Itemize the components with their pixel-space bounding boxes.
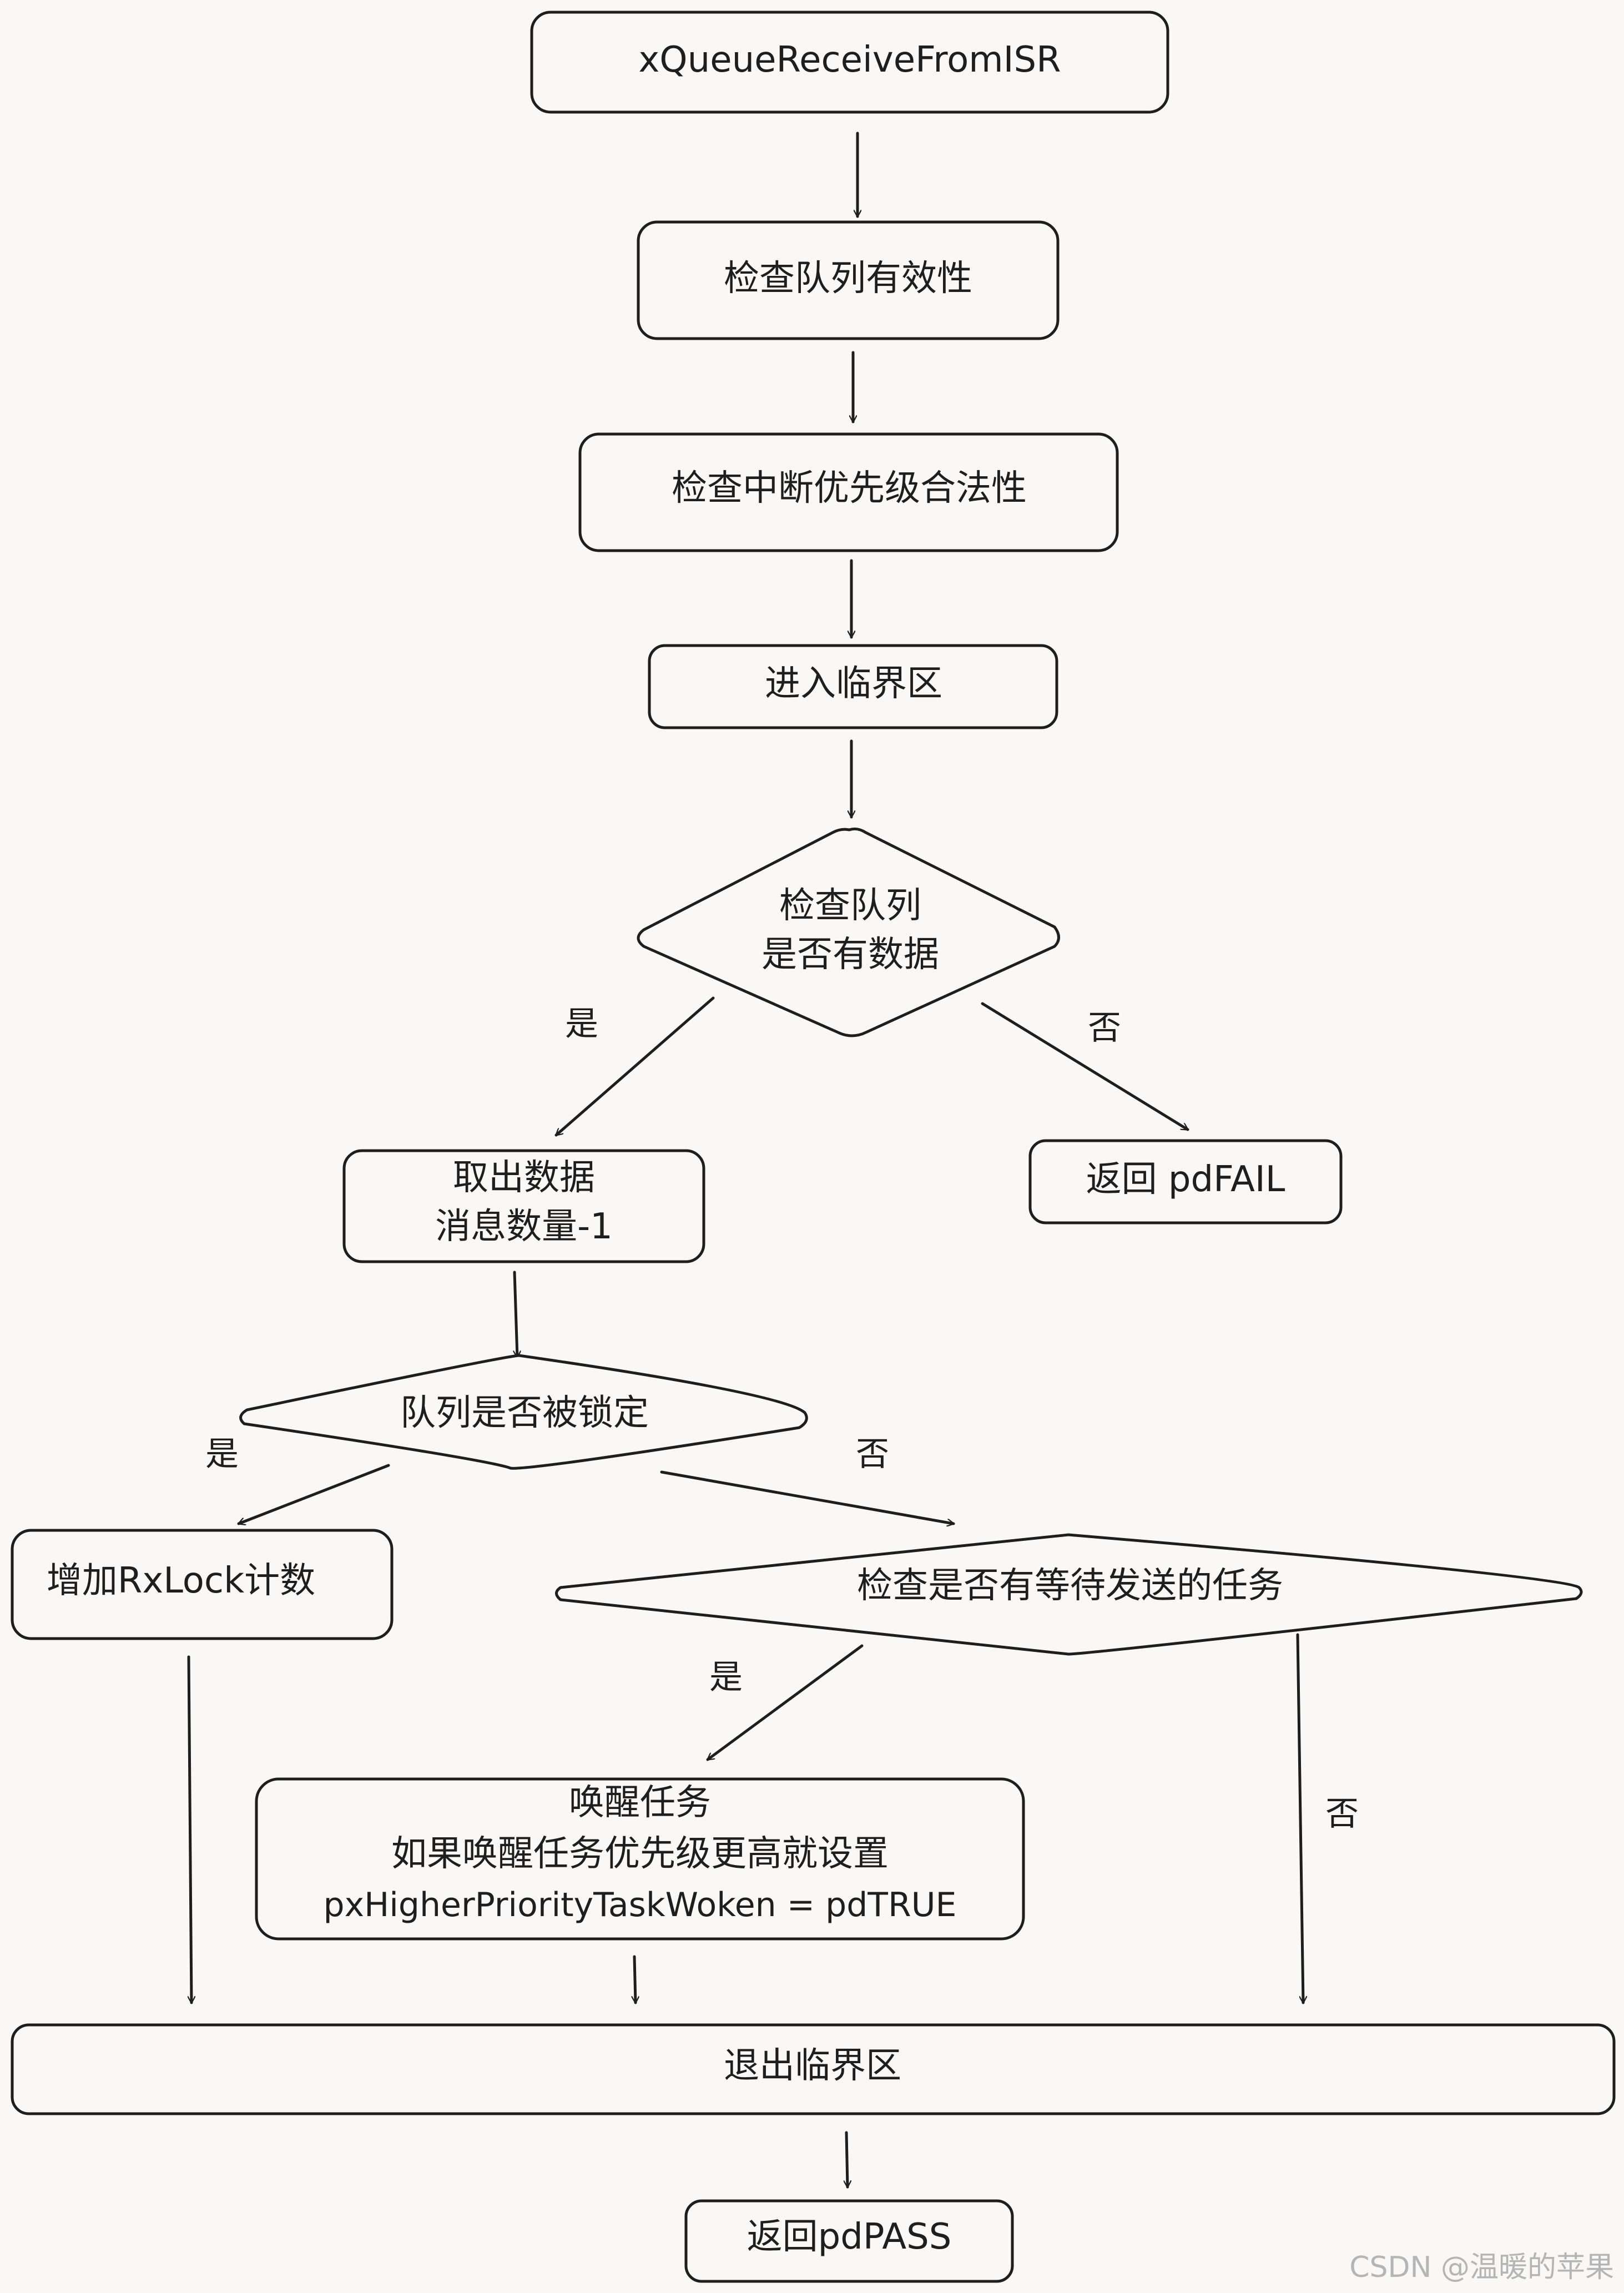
- node-check-waiting-send-label: 检查是否有等待发送的任务: [857, 1565, 1283, 1606]
- node-check-has-data: 检查队列 是否有数据: [637, 827, 1060, 1037]
- edge-check-waiting-yes: [708, 1644, 864, 1761]
- edge-inc-rxlock-to-exit: [187, 1655, 191, 2004]
- node-wake-task: 唤醒任务 如果唤醒任务优先级更高就设置 pxHigherPriorityTask…: [255, 1777, 1025, 1941]
- branch-waiting-no: 否: [1325, 1795, 1359, 1833]
- node-check-isr-priority: 检查中断优先级合法性: [578, 432, 1119, 552]
- node-enter-critical-label: 进入临界区: [765, 663, 942, 704]
- branch-locked-yes: 是: [205, 1435, 239, 1474]
- node-start-label: xQueueReceiveFromISR: [638, 39, 1061, 80]
- node-start: xQueueReceiveFromISR: [530, 11, 1169, 114]
- edge-check-data-yes: [556, 996, 715, 1137]
- node-exit-critical: 退出临界区: [11, 2023, 1616, 2115]
- edge-check-waiting-no: [1296, 1633, 1303, 2004]
- node-return-pass: 返回pdPASS: [684, 2199, 1014, 2283]
- node-take-data-line-1: 取出数据: [453, 1157, 595, 1198]
- node-check-queue-valid-label: 检查队列有效性: [724, 258, 972, 299]
- branch-has-data-yes: 是: [565, 1005, 598, 1044]
- node-check-isr-priority-label: 检查中断优先级合法性: [672, 468, 1027, 509]
- node-wake-task-line-3: pxHigherPriorityTaskWoken = pdTRUE: [324, 1886, 957, 1924]
- node-check-locked: 队列是否被锁定: [239, 1354, 808, 1470]
- node-return-pass-label: 返回pdPASS: [747, 2216, 952, 2257]
- node-take-data: 取出数据 消息数量-1: [342, 1149, 705, 1263]
- watermark-text: CSDN @温暖的苹果: [1349, 2251, 1614, 2284]
- node-enter-critical: 进入临界区: [648, 644, 1058, 729]
- edge-check-locked-no: [660, 1470, 954, 1524]
- branch-has-data-no: 否: [1088, 1009, 1121, 1047]
- edge-check-data-no: [981, 1002, 1188, 1131]
- edge-take-data-to-check-locked: [513, 1271, 517, 1359]
- branch-locked-no: 否: [856, 1435, 889, 1474]
- node-check-waiting-send: 检查是否有等待发送的任务: [555, 1533, 1583, 1656]
- edge-check-locked-yes: [239, 1464, 390, 1524]
- node-inc-rxlock-label: 增加RxLock计数: [47, 1560, 315, 1601]
- node-inc-rxlock: 增加RxLock计数: [11, 1529, 394, 1640]
- node-check-queue-valid: 检查队列有效性: [637, 220, 1060, 340]
- branch-waiting-yes: 是: [709, 1658, 743, 1697]
- node-wake-task-line-1: 唤醒任务: [569, 1782, 711, 1823]
- branch-labels: 是 否 是 否 是 否: [205, 1005, 1359, 1833]
- node-check-locked-label: 队列是否被锁定: [400, 1393, 649, 1434]
- edges: [187, 132, 1303, 2189]
- node-return-fail: 返回 pdFAIL: [1028, 1139, 1343, 1224]
- node-exit-critical-label: 退出临界区: [724, 2045, 901, 2087]
- edge-wake-task-to-exit: [634, 1955, 636, 2004]
- edge-exit-to-return-pass: [846, 2131, 848, 2189]
- node-take-data-line-2: 消息数量-1: [435, 1206, 613, 1247]
- node-check-has-data-line-2: 是否有数据: [761, 934, 939, 975]
- node-check-has-data-line-1: 检查队列: [779, 885, 921, 926]
- node-wake-task-line-2: 如果唤醒任务优先级更高就设置: [391, 1833, 889, 1874]
- node-return-fail-label: 返回 pdFAIL: [1086, 1159, 1285, 1200]
